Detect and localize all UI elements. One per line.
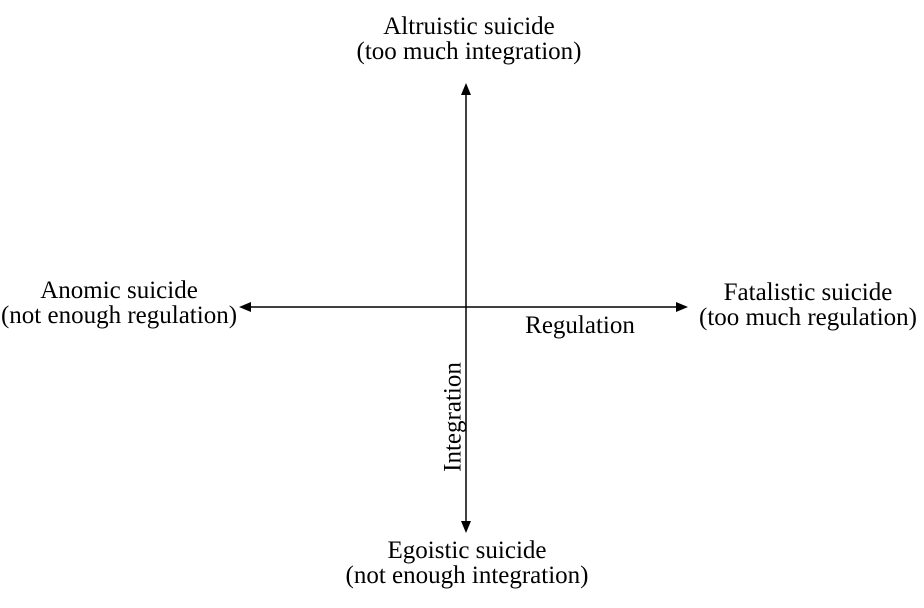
quadrant-top-line2: (too much integration)	[356, 38, 582, 65]
quadrant-right-line2: (too much regulation)	[699, 304, 917, 331]
horizontal-axis-label: Regulation	[525, 312, 635, 339]
quadrant-left-line2: (not enough regulation)	[0, 302, 238, 329]
quadrant-label-right: Fatalistic suicide (too much regulation)	[699, 280, 917, 330]
quadrant-label-left: Anomic suicide (not enough regulation)	[1, 278, 237, 328]
quadrant-bottom-line1: Egoistic suicide	[387, 537, 547, 564]
arrow-right-icon	[676, 302, 688, 312]
quadrant-left-line1: Anomic suicide	[40, 277, 198, 304]
quadrant-top-line1: Altruistic suicide	[383, 13, 555, 40]
arrow-down-icon	[461, 521, 471, 533]
quadrant-right-line1: Fatalistic suicide	[723, 279, 893, 306]
arrow-left-icon	[239, 302, 251, 312]
vertical-axis-label: Integration	[439, 362, 467, 472]
quadrant-bottom-line2: (not enough integration)	[345, 562, 589, 589]
quadrant-label-bottom: Egoistic suicide (not enough integration…	[346, 538, 589, 588]
quadrant-label-top: Altruistic suicide (too much integration…	[357, 14, 582, 64]
arrow-up-icon	[461, 83, 471, 95]
